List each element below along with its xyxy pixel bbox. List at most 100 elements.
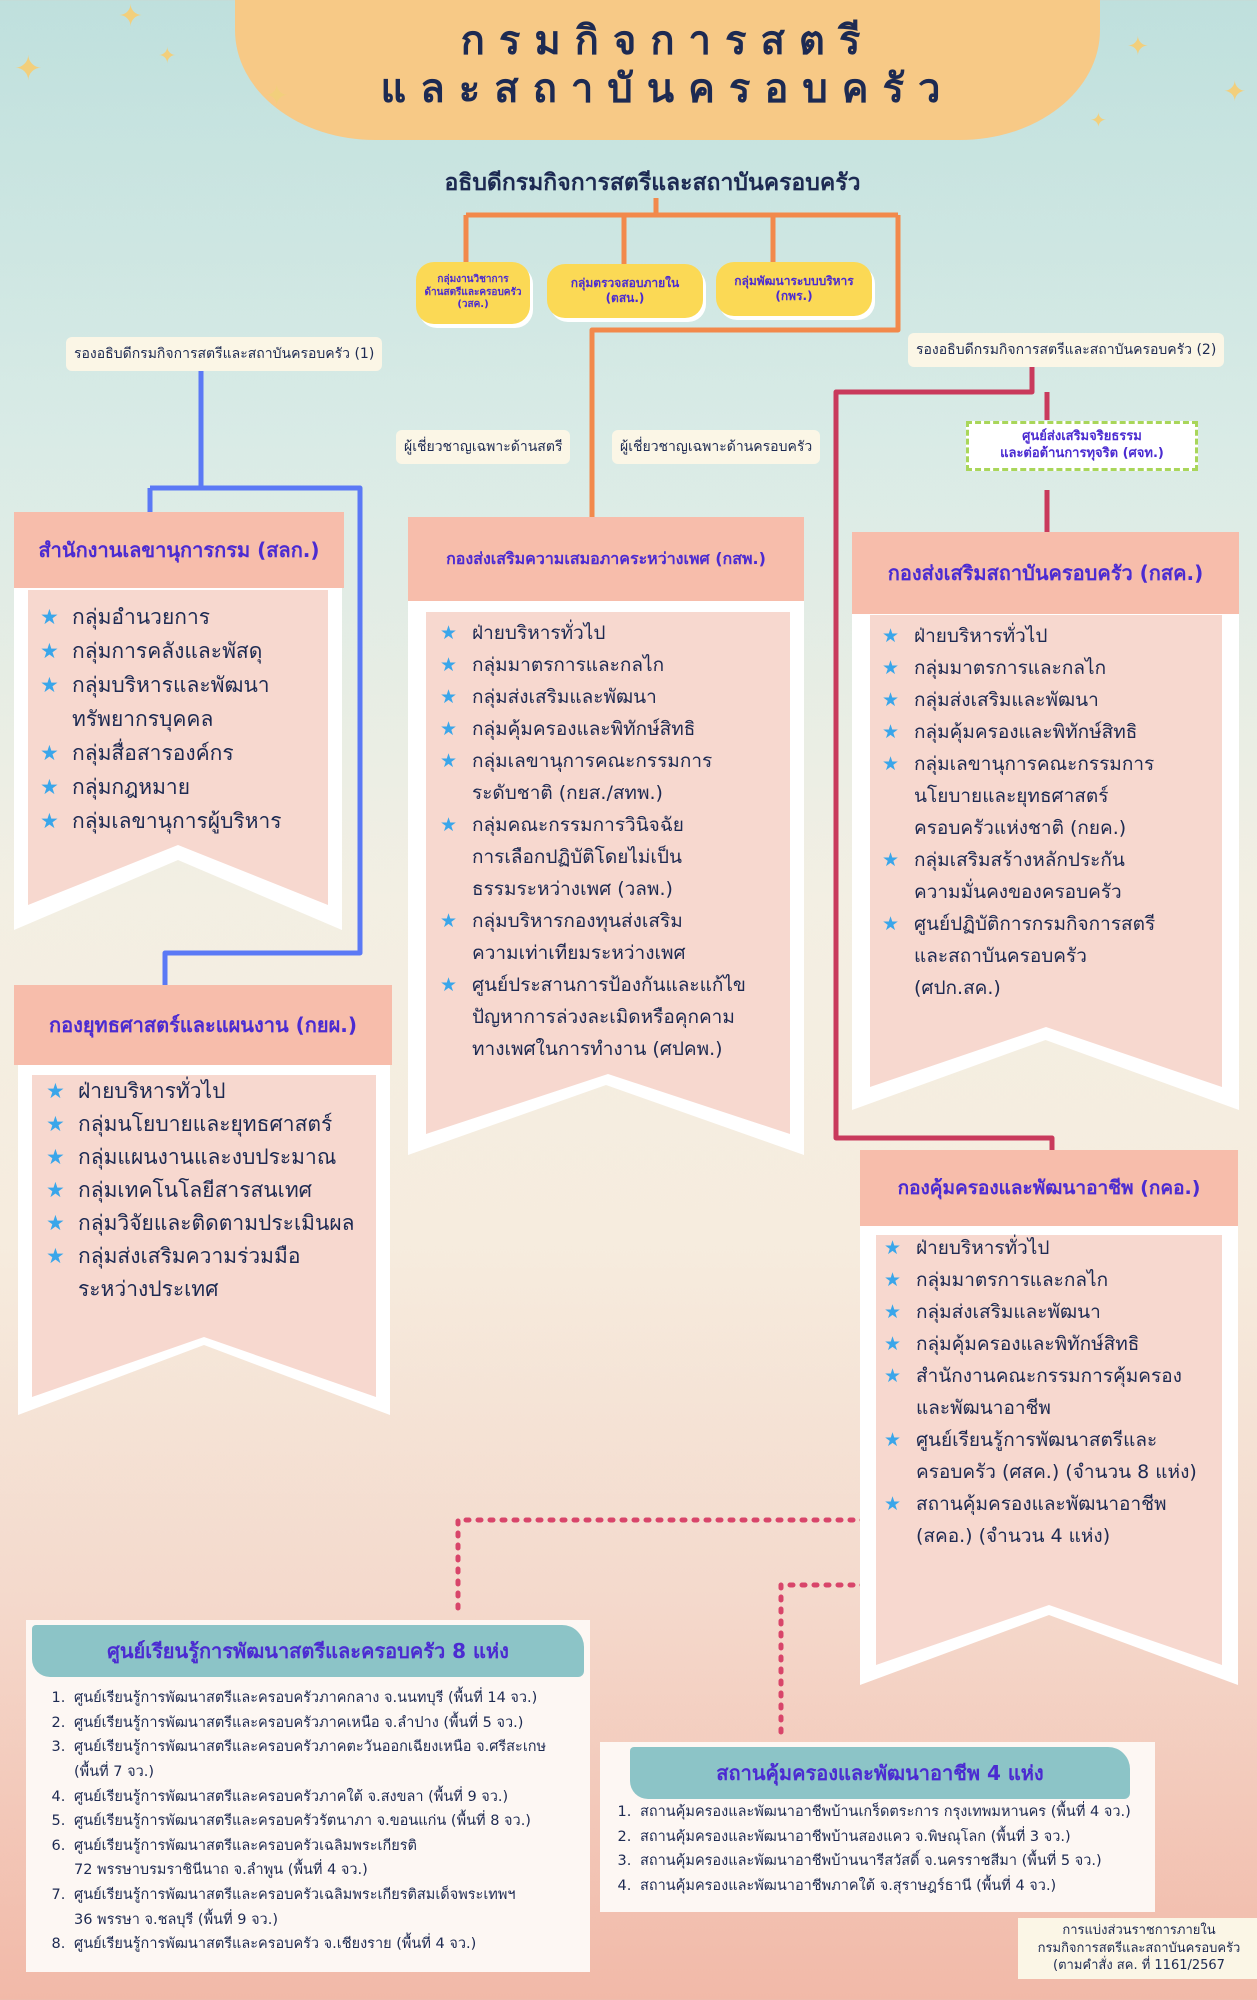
list-item: ★กลุ่มส่งเสริมความร่วมมือ ระหว่างประเทศ: [46, 1240, 376, 1306]
star-icon: ★: [884, 1301, 902, 1323]
list-item: ★ฝ่ายบริหารทั่วไป: [882, 620, 1222, 652]
star-icon: ★: [40, 639, 59, 663]
star-icon: ★: [440, 814, 458, 836]
star-icon: ★: [46, 1079, 65, 1103]
deputy-1: รองอธิบดีกรมกิจการสตรีและสถาบันครอบครัว …: [66, 337, 383, 371]
list-item: ศูนย์เรียนรู้การพัฒนาสตรีและครอบครัวภาคก…: [70, 1686, 600, 1711]
list-item: ศูนย์เรียนรู้การพัฒนาสตรีและครอบครัวภาคเ…: [70, 1711, 600, 1736]
shelters-list: สถานคุ้มครองและพัฒนาอาชีพบ้านเกร็ดตระการ…: [606, 1800, 1184, 1899]
kko-title: กองคุ้มครองและพัฒนาอาชีพ (กคอ.): [860, 1150, 1238, 1226]
list-item: ★กลุ่มคุ้มครองและพิทักษ์สิทธิ: [882, 716, 1222, 748]
list-item: ★กลุ่มส่งเสริมและพัฒนา: [440, 681, 790, 713]
list-item: ศูนย์เรียนรู้การพัฒนาสตรีและครอบครัวภาคใ…: [70, 1785, 600, 1810]
star-icon: ★: [884, 1429, 902, 1451]
list-item: สถานคุ้มครองและพัฒนาอาชีพบ้านนารีสวัสดิ์…: [636, 1849, 1184, 1874]
learning-centers-list: ศูนย์เรียนรู้การพัฒนาสตรีและครอบครัวภาคก…: [40, 1686, 600, 1957]
list-item: ★กลุ่มมาตรการและกลไก: [440, 649, 790, 681]
star-icon: ★: [884, 1365, 902, 1387]
star-icon: ★: [40, 775, 59, 799]
list-item: ★ฝ่ายบริหารทั่วไป: [884, 1232, 1224, 1264]
list-item: ★กลุ่มเลขานุการคณะกรรมการ นโยบายและยุทธศ…: [882, 748, 1222, 844]
list-item: ★กลุ่มคณะกรรมการวินิจฉัย การเลือกปฏิบัติ…: [440, 809, 790, 905]
star-icon: ★: [882, 913, 900, 935]
star-icon: ★: [440, 622, 458, 644]
slk-list: ★กลุ่มอำนวยการ ★กลุ่มการคลังและพัสดุ ★กล…: [40, 600, 330, 838]
star-icon: ★: [40, 741, 59, 765]
star-icon: ★: [884, 1237, 902, 1259]
star-icon: ★: [440, 910, 458, 932]
list-item: ★กลุ่มแผนงานและงบประมาณ: [46, 1141, 376, 1174]
list-item: ★สถานคุ้มครองและพัฒนาอาชีพ (สคอ.) (จำนวน…: [884, 1488, 1224, 1552]
list-item: สถานคุ้มครองและพัฒนาอาชีพบ้านสองแคว จ.พิ…: [636, 1825, 1184, 1850]
title-line-2: และสถาบันครอบครัว: [380, 66, 955, 112]
list-item: ★กลุ่มมาตรการและกลไก: [882, 652, 1222, 684]
star-icon: ★: [40, 809, 59, 833]
list-item: ศูนย์เรียนรู้การพัฒนาสตรีและครอบครัวภาคต…: [70, 1735, 600, 1784]
sparkle-icon: ✦: [1090, 108, 1107, 132]
director-general: อธิบดีกรมกิจการสตรีและสถาบันครอบครัว: [444, 170, 861, 196]
star-icon: ★: [440, 654, 458, 676]
sparkle-icon: ✦: [118, 0, 144, 34]
star-icon: ★: [884, 1493, 902, 1515]
kyp-list: ★ฝ่ายบริหารทั่วไป ★กลุ่มนโยบายและยุทธศาส…: [46, 1075, 376, 1306]
list-item: ★กลุ่มการคลังและพัสดุ: [40, 634, 330, 668]
star-icon: ★: [882, 625, 900, 647]
deputy-2: รองอธิบดีกรมกิจการสตรีและสถาบันครอบครัว …: [908, 333, 1225, 367]
title-line-1: กรมกิจการสตรี: [460, 18, 875, 64]
list-item: ศูนย์เรียนรู้การพัฒนาสตรีและครอบครัวเฉลิ…: [70, 1883, 600, 1932]
star-icon: ★: [440, 750, 458, 772]
star-icon: ★: [46, 1244, 65, 1268]
list-item: ★ศูนย์ปฏิบัติการกรมกิจการสตรี และสถาบันค…: [882, 908, 1222, 1004]
ksp-list: ★ฝ่ายบริหารทั่วไป ★กลุ่มมาตรการและกลไก ★…: [440, 617, 790, 1065]
sparkle-icon: ✦: [158, 44, 177, 69]
sparkle-icon: ✦: [1127, 32, 1149, 62]
list-item: ★กลุ่มคุ้มครองและพิทักษ์สิทธิ: [440, 713, 790, 745]
star-icon: ★: [40, 673, 59, 697]
expert-women: ผู้เชี่ยวชาญเฉพาะด้านสตรี: [396, 430, 571, 464]
star-icon: ★: [46, 1145, 65, 1169]
list-item: ★กลุ่มส่งเสริมและพัฒนา: [884, 1296, 1224, 1328]
kko-ribbon-inner: [876, 1235, 1222, 1665]
star-icon: ★: [46, 1211, 65, 1235]
list-item: ศูนย์เรียนรู้การพัฒนาสตรีและครอบครัวรัตน…: [70, 1809, 600, 1834]
list-item: สถานคุ้มครองและพัฒนาอาชีพภาคใต้ จ.สุราษฎ…: [636, 1874, 1184, 1899]
staff-unit-audit: กลุ่มตรวจสอบภายใน (ตสน.): [547, 264, 703, 318]
sparkle-icon: ✦: [1223, 75, 1247, 108]
ksk-list: ★ฝ่ายบริหารทั่วไป ★กลุ่มมาตรการและกลไก ★…: [882, 620, 1222, 1004]
star-icon: ★: [440, 974, 458, 996]
kko-list: ★ฝ่ายบริหารทั่วไป ★กลุ่มมาตรการและกลไก ★…: [884, 1232, 1224, 1552]
ksk-title: กองส่งเสริมสถาบันครอบครัว (กสค.): [852, 532, 1239, 614]
list-item: ★กลุ่มบริหารและพัฒนา ทรัพยากรบุคคล: [40, 668, 330, 736]
list-item: ★กลุ่มเลขานุการผู้บริหาร: [40, 804, 330, 838]
star-icon: ★: [46, 1178, 65, 1202]
star-icon: ★: [882, 753, 900, 775]
list-item: ★กลุ่มนโยบายและยุทธศาสตร์: [46, 1108, 376, 1141]
list-item: ★กลุ่มคุ้มครองและพิทักษ์สิทธิ: [884, 1328, 1224, 1360]
list-item: ★ฝ่ายบริหารทั่วไป: [46, 1075, 376, 1108]
list-item: ★ฝ่ายบริหารทั่วไป: [440, 617, 790, 649]
list-item: ★กลุ่มสื่อสารองค์กร: [40, 736, 330, 770]
list-item: ★กลุ่มวิจัยและติดตามประเมินผล: [46, 1207, 376, 1240]
star-icon: ★: [882, 657, 900, 679]
star-icon: ★: [882, 849, 900, 871]
learning-centers-title: ศูนย์เรียนรู้การพัฒนาสตรีและครอบครัว 8 แ…: [32, 1625, 584, 1677]
list-item: ★ศูนย์เรียนรู้การพัฒนาสตรีและ ครอบครัว (…: [884, 1424, 1224, 1488]
expert-family: ผู้เชี่ยวชาญเฉพาะด้านครอบครัว: [612, 430, 821, 464]
sparkle-icon: ✦: [265, 79, 289, 112]
star-icon: ★: [884, 1333, 902, 1355]
list-item: ★กลุ่มมาตรการและกลไก: [884, 1264, 1224, 1296]
star-icon: ★: [884, 1269, 902, 1291]
shelters-title: สถานคุ้มครองและพัฒนาอาชีพ 4 แห่ง: [630, 1747, 1130, 1799]
star-icon: ★: [440, 718, 458, 740]
ksp-title: กองส่งเสริมความเสมอภาคระหว่างเพศ (กสพ.): [408, 517, 804, 601]
list-item: สถานคุ้มครองและพัฒนาอาชีพบ้านเกร็ดตระการ…: [636, 1800, 1184, 1825]
ksk-ribbon-inner: [870, 615, 1222, 1087]
staff-unit-academic: กลุ่มงานวิชาการ ด้านสตรีและครอบครัว (วสค…: [416, 262, 530, 324]
list-item: ★กลุ่มเทคโนโลยีสารสนเทศ: [46, 1174, 376, 1207]
list-item: ★กลุ่มส่งเสริมและพัฒนา: [882, 684, 1222, 716]
title-banner: [235, 0, 1100, 140]
footnote: การแบ่งส่วนราชการภายใน กรมกิจการสตรีและส…: [1018, 1918, 1257, 1979]
ksp-ribbon-inner: [426, 612, 790, 1134]
star-icon: ★: [46, 1112, 65, 1136]
